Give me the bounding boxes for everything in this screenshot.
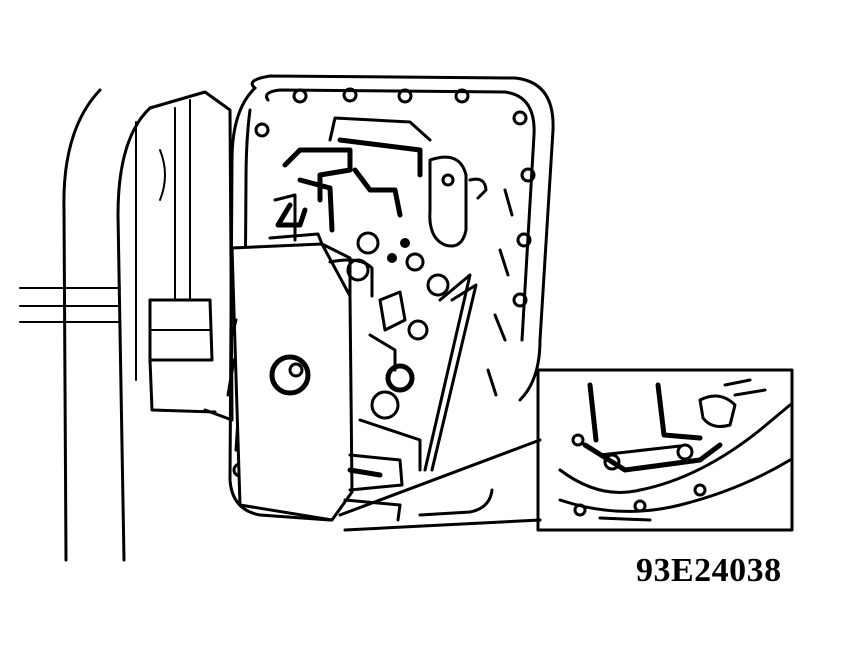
valve-body-block <box>226 232 354 522</box>
inset-detail-view <box>536 368 794 532</box>
valve-body-internals <box>328 258 478 522</box>
upper-valve-hardware <box>273 116 488 272</box>
figure-id-label: 93E24038 <box>636 552 782 589</box>
callout-leader <box>338 438 542 532</box>
transmission-case-wall <box>19 88 234 562</box>
